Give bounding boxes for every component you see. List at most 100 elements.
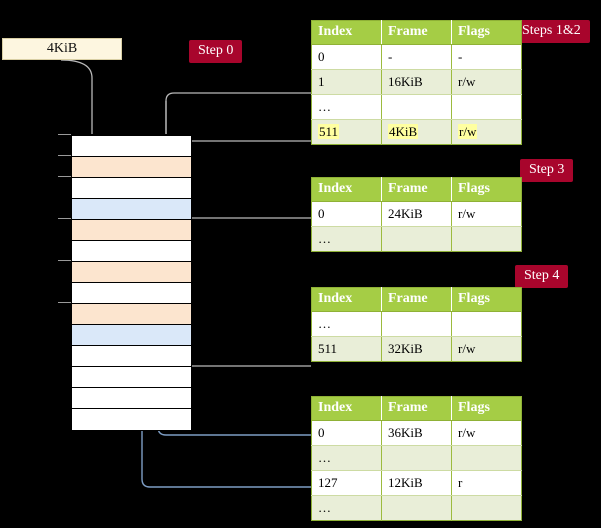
- column-header-frame: Frame: [381, 20, 452, 45]
- table-cell: r: [451, 470, 522, 496]
- physical-memory-column: [71, 134, 192, 431]
- table-cell: r/w: [451, 119, 522, 145]
- memory-frame-row: [72, 325, 191, 346]
- badge-steps-1-2: Steps 1&2: [513, 20, 590, 43]
- column-header-frame: Frame: [381, 287, 452, 312]
- table-cell: [381, 445, 452, 471]
- badge-step-0-label: Step 0: [198, 43, 234, 58]
- column-header-flags: Flags: [451, 287, 522, 312]
- memory-frame-tick: [58, 134, 71, 135]
- badge-step-4-label: Step 4: [524, 268, 560, 283]
- badge-step-3: Step 3: [520, 159, 574, 182]
- memory-frame-tick: [58, 260, 71, 261]
- table-row: …: [311, 94, 522, 120]
- table-row: 0--: [311, 44, 522, 70]
- table-cell: [381, 495, 452, 521]
- table-cell: [451, 226, 522, 252]
- column-header-frame: Frame: [381, 396, 452, 421]
- memory-frame-tick: [58, 302, 71, 303]
- memory-frame-row: [72, 283, 191, 304]
- table-cell: -: [381, 44, 452, 70]
- table-cell: 127: [311, 470, 382, 496]
- badge-step-0: Step 0: [189, 40, 243, 63]
- table-cell: r/w: [451, 420, 522, 446]
- column-header-index: Index: [311, 396, 382, 421]
- memory-frame-row: [72, 199, 191, 220]
- highlighted-value: r/w: [458, 124, 478, 139]
- table-cell: 0: [311, 44, 382, 70]
- table-cell: 36KiB: [381, 420, 452, 446]
- memory-frame-tick: [58, 155, 71, 156]
- column-header-index: Index: [311, 287, 382, 312]
- table-cell: 511: [311, 119, 382, 145]
- column-header-index: Index: [311, 177, 382, 202]
- table-cell: 0: [311, 201, 382, 227]
- memory-frame-row: [72, 304, 191, 325]
- memory-frame-tick: [58, 176, 71, 177]
- column-header-frame: Frame: [381, 177, 452, 202]
- memory-frame-row: [72, 178, 191, 199]
- memory-frame-row: [72, 388, 191, 409]
- memory-frame-row: [72, 241, 191, 262]
- column-header-flags: Flags: [451, 177, 522, 202]
- table-cell: 12KiB: [381, 470, 452, 496]
- table-cell: [451, 94, 522, 120]
- memory-frame-row: [72, 367, 191, 388]
- vaddr-box: 4KiB: [2, 38, 122, 60]
- table-cell: [381, 226, 452, 252]
- badge-steps-1-2-label: Steps 1&2: [522, 23, 581, 38]
- highlighted-value: 511: [318, 124, 340, 139]
- column-header-flags: Flags: [451, 20, 522, 45]
- table-cell: …: [311, 495, 382, 521]
- badge-step-4: Step 4: [515, 265, 569, 288]
- table-cell: 4KiB: [381, 119, 452, 145]
- memory-frame-row: [72, 136, 191, 157]
- table-cell: …: [311, 94, 382, 120]
- table-cell: -: [451, 44, 522, 70]
- table-row: 511 4KiB r/w: [311, 119, 522, 145]
- table-cell: [451, 445, 522, 471]
- table-cell: 0: [311, 420, 382, 446]
- table-cell: 1: [311, 69, 382, 95]
- highlighted-value: 4KiB: [388, 124, 419, 139]
- memory-frame-row: [72, 157, 191, 178]
- memory-frame-row: [72, 409, 191, 430]
- table-cell: 24KiB: [381, 201, 452, 227]
- table-cell: r/w: [451, 336, 522, 362]
- memory-frame-row: [72, 262, 191, 283]
- table-row: …: [311, 495, 522, 521]
- column-header-flags: Flags: [451, 396, 522, 421]
- table-row: …: [311, 445, 522, 471]
- table-row: …: [311, 226, 522, 252]
- table-cell: [381, 311, 452, 337]
- table-cell: 16KiB: [381, 69, 452, 95]
- vaddr-box-label: 4KiB: [46, 41, 78, 56]
- table-cell: …: [311, 445, 382, 471]
- table-cell: [381, 94, 452, 120]
- table-cell: r/w: [451, 69, 522, 95]
- memory-frame-row: [72, 346, 191, 367]
- memory-frame-row: [72, 220, 191, 241]
- table-cell: …: [311, 311, 382, 337]
- table-cell: …: [311, 226, 382, 252]
- table-cell: [451, 495, 522, 521]
- table-row: …: [311, 311, 522, 337]
- table-cell: r/w: [451, 201, 522, 227]
- badge-step-3-label: Step 3: [529, 162, 565, 177]
- memory-frame-tick: [58, 218, 71, 219]
- table-cell: 32KiB: [381, 336, 452, 362]
